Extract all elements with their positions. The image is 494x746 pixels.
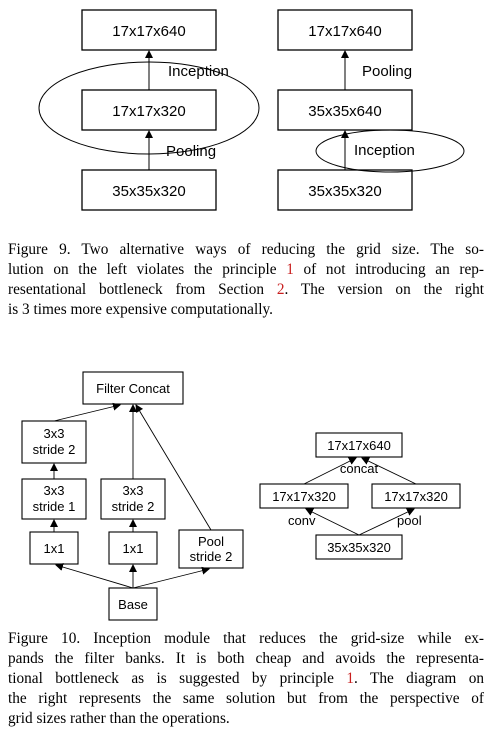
figure10-caption: Figure 10. Inception module that reduces…	[8, 629, 484, 729]
fig10-conv3x3-stride1-line1: 3x3	[44, 483, 65, 498]
fig10r-pool-label: pool	[397, 513, 422, 528]
fig10r-arrow-conv	[305, 508, 360, 536]
cross-reference-link[interactable]: 1	[346, 670, 355, 687]
fig10-conv3x3-stride2-top-line2: stride 2	[33, 442, 76, 457]
fig10-base-box	[108, 587, 158, 621]
fig10-base-label: Base	[118, 597, 148, 612]
fig10r-arrow-right-to-concat	[361, 457, 417, 485]
fig10-arrow-3x3s2top-to-concat	[53, 402, 121, 422]
fig9-left-top-box	[81, 9, 217, 51]
fig10-pool-line2: stride 2	[190, 549, 233, 564]
fig10r-arrow-pool	[358, 508, 415, 536]
fig10-caption-line-3: tional bottleneck as is suggested by pri…	[8, 670, 484, 687]
fig9-left-bottom-box	[81, 169, 217, 211]
fig10-conv3x3-stride2-mid-line1: 3x3	[123, 483, 144, 498]
fig10-conv1x1-a-label: 1x1	[44, 541, 65, 556]
fig10r-bottom-box-label: 35x35x320	[327, 540, 391, 555]
fig10-conv3x3-stride2-mid-line2: stride 2	[112, 499, 155, 514]
fig9-left-upper-label: Inception	[168, 63, 229, 80]
fig9-left-lower-label: Pooling	[166, 143, 216, 160]
fig9-caption-line-2: lution on the left violates the principl…	[8, 261, 485, 278]
fig10r-conv-label: conv	[288, 513, 316, 528]
fig10-conv1x1-b-box	[108, 531, 158, 565]
fig9-left-top-box-label: 17x17x640	[112, 23, 185, 40]
fig10-arrow-pool-to-concat	[135, 404, 212, 531]
fig9-right-bottom-box-label: 35x35x320	[308, 183, 381, 200]
fig10-arrow-base-to-pool	[132, 566, 210, 589]
fig10r-top-box	[315, 432, 403, 458]
fig9-right-bottom-box	[277, 169, 413, 211]
fig10-filter-concat-label: Filter Concat	[96, 381, 170, 396]
fig10-conv3x3-stride2-top-line1: 3x3	[44, 426, 65, 441]
fig10r-top-box-label: 17x17x640	[327, 438, 391, 453]
fig9-right-upper-label: Pooling	[362, 63, 412, 80]
cross-reference-link[interactable]: 2	[276, 281, 285, 298]
fig10-conv3x3-stride1-line2: stride 1	[33, 499, 76, 514]
fig9-caption-line-4: is 3 times more expensive computationall…	[8, 301, 273, 318]
fig10-pool-box	[178, 529, 244, 569]
fig9-right-top-box-label: 17x17x640	[308, 23, 381, 40]
fig9-right-mid-box-label: 35x35x640	[308, 103, 381, 120]
fig10-caption-line-2: pands the filter banks. It is both cheap…	[8, 650, 484, 667]
fig9-right-inception-ellipse	[315, 129, 465, 173]
fig9-right-lower-label: Inception	[354, 142, 415, 159]
fig9-left-inception-ellipse	[38, 61, 260, 155]
fig10-caption-line-4: the right represents the same solution b…	[8, 690, 484, 707]
figure9-caption: Figure 9. Two alternative ways of reduci…	[8, 240, 484, 320]
fig9-caption-line-3: resentational bottleneck from Section 2.…	[8, 281, 485, 298]
fig10-pool-line1: Pool	[198, 534, 224, 549]
fig10r-right-box-label: 17x17x320	[384, 489, 448, 504]
fig10r-concat-label: concat	[340, 461, 379, 476]
fig10-caption-line-5: grid sizes rather than the operations.	[8, 710, 230, 727]
fig10r-arrow-left-to-concat	[303, 457, 357, 485]
fig9-caption-line-1: Figure 9. Two alternative ways of reduci…	[8, 241, 484, 258]
fig10-conv3x3-stride1-box	[21, 478, 87, 520]
fig10-conv3x3-stride2-top-box	[21, 420, 87, 464]
fig10r-left-box	[259, 483, 349, 509]
fig9-right-mid-box	[277, 89, 413, 131]
fig10-filter-concat-box	[82, 371, 184, 405]
figure10-left-diagram: Filter Concat 3x3 stride 2 3x3 stride 1 …	[21, 371, 244, 621]
fig10r-left-box-label: 17x17x320	[272, 489, 336, 504]
fig10r-bottom-box	[315, 534, 403, 560]
fig10r-right-box	[371, 483, 461, 509]
fig10-arrow-base-to-1x1a	[55, 563, 134, 589]
figure9-diagram: 17x17x640 17x17x320 35x35x320 Inception …	[38, 9, 465, 211]
fig9-left-bottom-box-label: 35x35x320	[112, 183, 185, 200]
cross-reference-link[interactable]: 1	[286, 261, 294, 278]
fig10-caption-line-1: Figure 10. Inception module that reduces…	[8, 630, 484, 647]
fig9-left-mid-box-label: 17x17x320	[112, 103, 185, 120]
fig10-conv1x1-a-box	[29, 531, 79, 565]
fig10-conv1x1-b-label: 1x1	[123, 541, 144, 556]
figure10-right-diagram: 17x17x640 17x17x320 17x17x320 35x35x320 …	[259, 432, 461, 560]
